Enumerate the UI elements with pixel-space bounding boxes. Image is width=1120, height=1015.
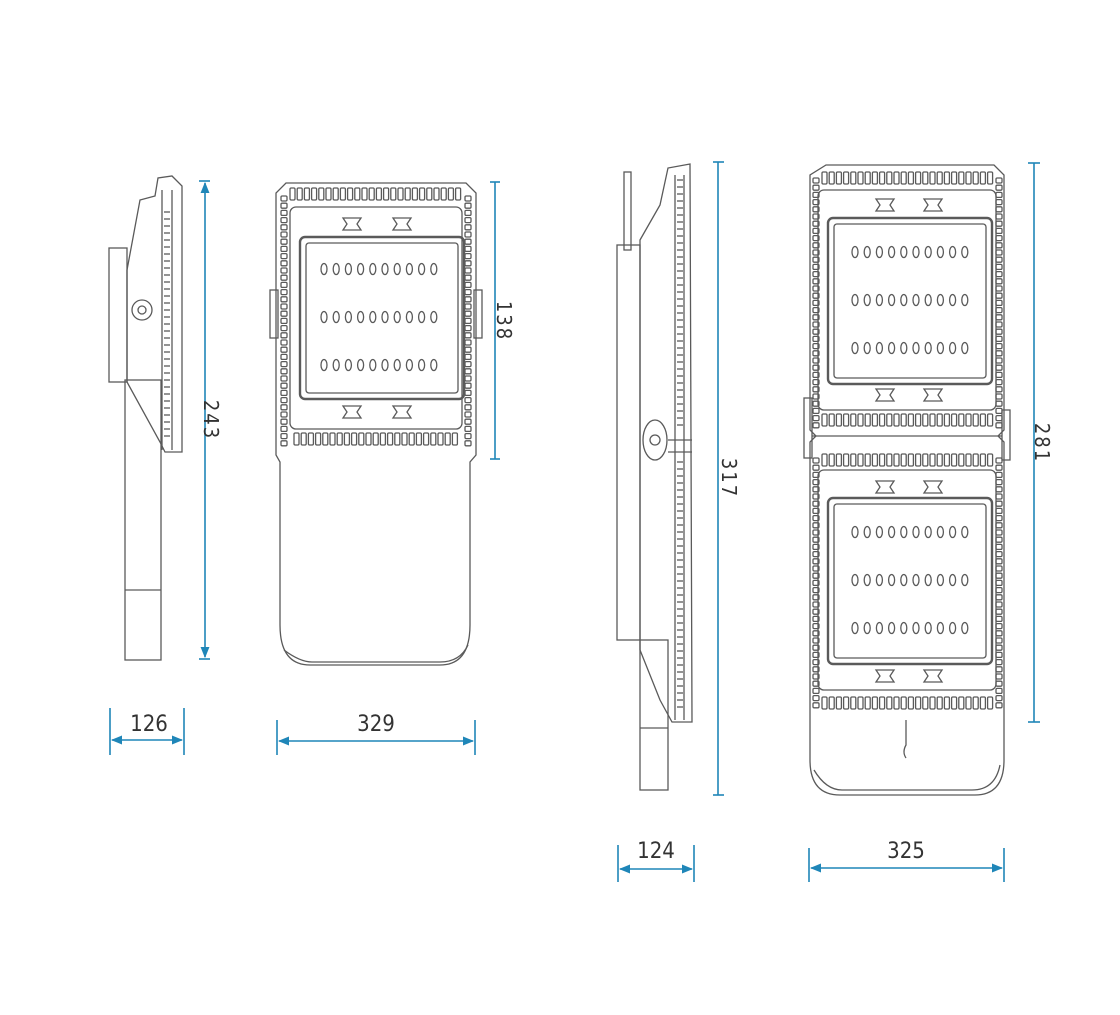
dim-single-front-width: 329 [357,712,395,737]
dimension-lines [109,161,1040,882]
dim-double-panel-height: 281 [1030,423,1054,463]
single-front-view [269,182,483,666]
dim-double-front-width: 325 [887,839,925,864]
single-side-view [108,175,183,661]
dim-single-side-width: 126 [130,712,168,737]
double-front-view [803,164,1011,796]
dim-double-side-width: 124 [637,839,675,864]
dim-double-total-height: 317 [717,458,741,498]
double-side-view [616,163,693,791]
dim-single-total-height: 243 [199,400,223,440]
dim-single-panel-height: 138 [492,301,516,341]
